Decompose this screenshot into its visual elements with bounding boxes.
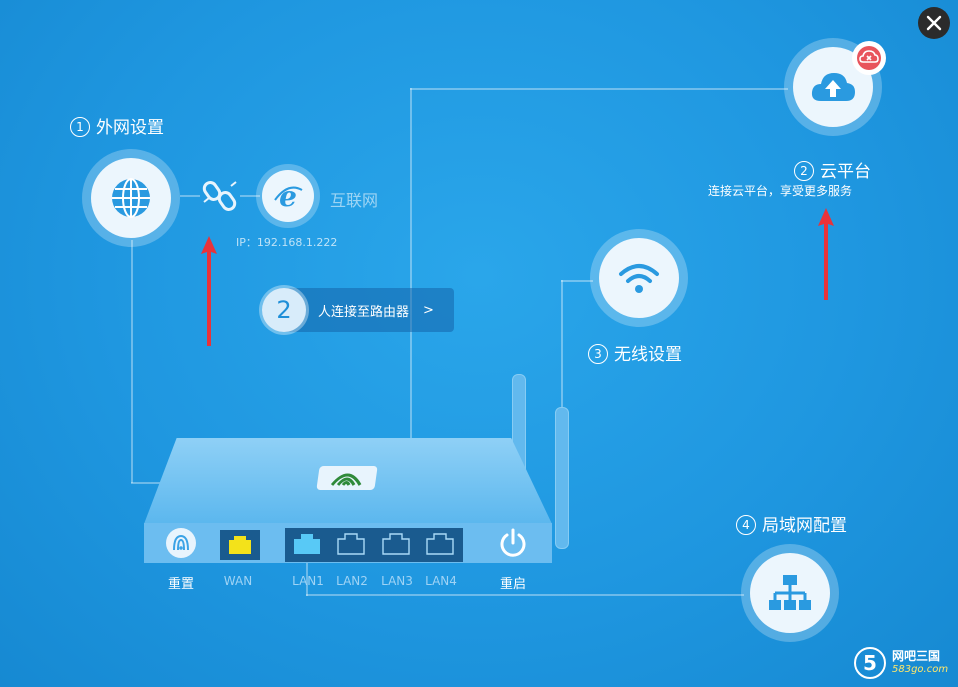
internet-label: 互联网: [330, 191, 379, 210]
watermark-logo-icon: 5: [854, 647, 886, 679]
network-icon: [769, 575, 811, 610]
cloud-connector-line: [410, 88, 412, 438]
reset-button[interactable]: [166, 528, 196, 558]
restart-button[interactable]: [497, 527, 529, 563]
router-antenna: [555, 407, 569, 549]
globe-icon: [112, 178, 150, 218]
wan-label: WAN: [223, 574, 253, 588]
lan-config-button[interactable]: [741, 544, 839, 642]
step-number: 2: [794, 161, 814, 181]
link-line: [180, 195, 200, 197]
lan-config-label: 局域网配置: [762, 516, 847, 536]
wan-setting-title[interactable]: 1 外网设置: [70, 113, 164, 138]
ethernet-port-icon: [229, 536, 251, 554]
connected-devices-button[interactable]: 2 人连接至路由器 >: [262, 288, 454, 332]
lan-connector-line: [306, 560, 308, 596]
lan-port-2[interactable]: [336, 533, 366, 559]
device-count-badge: 2: [262, 288, 306, 332]
lan1-label: LAN1: [292, 574, 324, 588]
cloud-connector-line: [410, 88, 788, 90]
cloud-platform-description: 连接云平台，享受更多服务: [708, 184, 853, 198]
red-arrow-icon: [201, 236, 217, 346]
wan-setting-label: 外网设置: [96, 118, 164, 138]
reset-icon: [173, 534, 189, 551]
wan-connector-line: [131, 240, 133, 483]
svg-text:5: 5: [863, 651, 877, 675]
step-number: 4: [736, 515, 756, 535]
lan-port-1[interactable]: [292, 533, 322, 559]
lan-port-3[interactable]: [381, 533, 411, 559]
lan-port-4[interactable]: [425, 533, 455, 559]
ip-address: IP：192.168.1.222: [236, 236, 338, 249]
cloud-platform-label: 云平台: [820, 162, 871, 182]
red-arrow-icon: [818, 208, 834, 300]
close-button[interactable]: [918, 7, 950, 39]
wan-setting-button[interactable]: [82, 149, 180, 247]
close-icon: [926, 15, 942, 31]
watermark: 5 网吧三国 583go.com: [852, 645, 948, 681]
wireless-setting-title[interactable]: 3 无线设置: [588, 340, 682, 365]
cloud-error-icon: [852, 41, 886, 75]
lan2-label: LAN2: [336, 574, 368, 588]
connected-devices-label: 人连接至路由器: [318, 304, 410, 320]
lan4-label: LAN4: [425, 574, 457, 588]
svg-text:e: e: [279, 180, 297, 212]
ie-icon: e: [274, 180, 303, 212]
wifi-icon: [619, 264, 659, 293]
watermark-url: 583go.com: [892, 664, 949, 675]
wan-port[interactable]: [220, 530, 260, 560]
internet-status: e: [256, 164, 320, 228]
wireless-setting-label: 无线设置: [614, 345, 682, 365]
lan3-label: LAN3: [381, 574, 413, 588]
restart-label: 重启: [499, 577, 526, 592]
wifi-connector-line: [561, 280, 563, 410]
cloud-platform-title[interactable]: 2 云平台: [794, 157, 871, 182]
watermark-text: 网吧三国: [892, 649, 941, 663]
reset-label: 重置: [167, 577, 194, 592]
lan-config-title[interactable]: 4 局域网配置: [736, 511, 847, 536]
cloud-upload-icon: [811, 73, 855, 101]
wifi-connector-line: [561, 280, 593, 282]
ethernet-port-icon: [294, 534, 320, 554]
link-line: [240, 195, 260, 197]
step-number: 1: [70, 117, 90, 137]
power-icon: [500, 528, 526, 557]
ethernet-port-icon: [337, 533, 365, 555]
ethernet-port-icon: [426, 533, 454, 555]
step-number: 3: [588, 344, 608, 364]
router-logo-icon: [316, 466, 378, 490]
ethernet-port-icon: [382, 533, 410, 555]
lan-connector-line: [306, 594, 744, 596]
chevron-right-icon: >: [423, 302, 434, 318]
wireless-setting-button[interactable]: [590, 229, 688, 327]
broken-link-icon: [200, 178, 240, 218]
